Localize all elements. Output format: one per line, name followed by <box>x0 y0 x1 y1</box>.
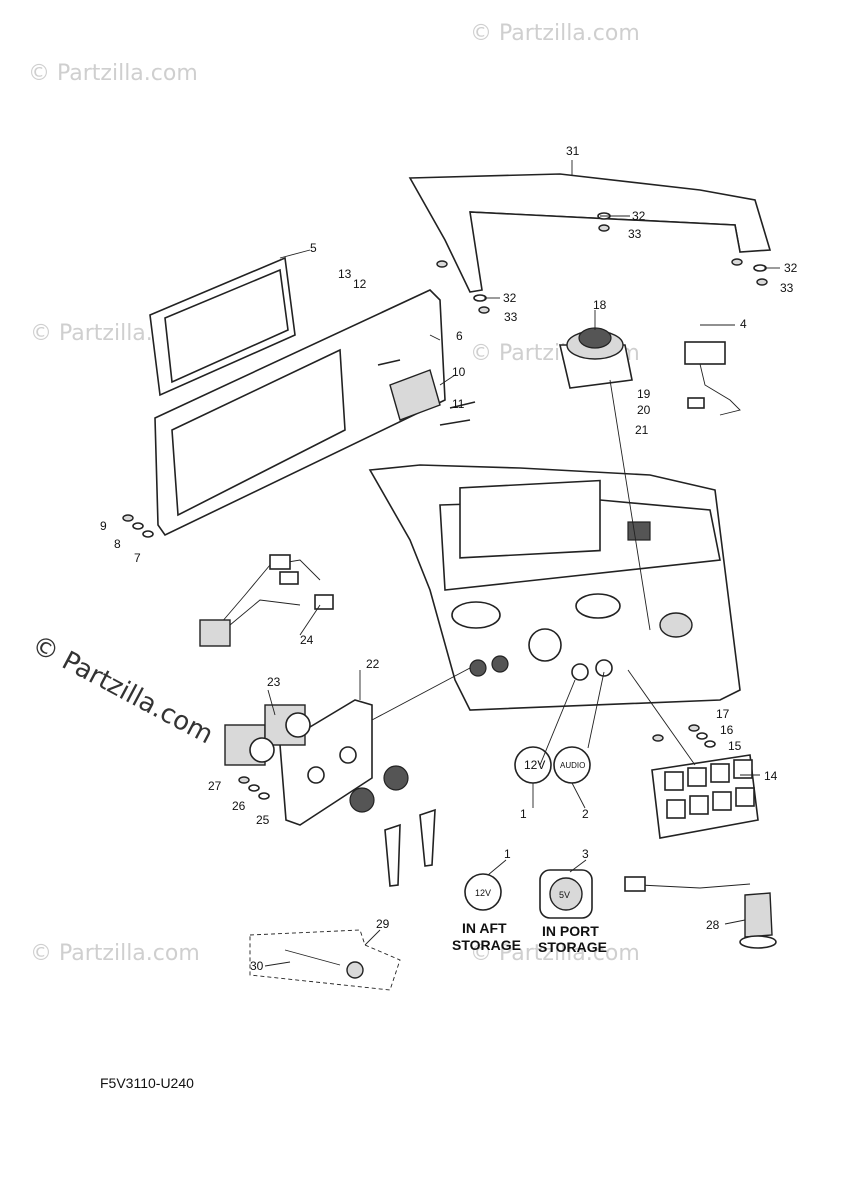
callout-1-dash: 1 <box>520 807 527 821</box>
part-5-display-frame[interactable] <box>149 256 296 397</box>
callout-16: 16 <box>720 723 734 737</box>
part-25-27-hardware <box>238 776 270 800</box>
callout-29: 29 <box>376 917 390 931</box>
part-31-console-hood[interactable] <box>408 173 772 293</box>
callout-13: 13 <box>338 267 352 281</box>
part-14-switch-panel[interactable] <box>651 754 759 839</box>
callout-32-b: 32 <box>503 291 517 305</box>
callout-23: 23 <box>267 675 281 689</box>
aft-storage-line2: STORAGE <box>452 937 521 953</box>
callout-27: 27 <box>208 779 222 793</box>
callout-14: 14 <box>764 769 778 783</box>
aft-storage-line1: IN AFT <box>462 920 507 936</box>
part-10-bracket[interactable] <box>377 359 476 426</box>
callout-32-c: 32 <box>784 261 798 275</box>
callout-7: 7 <box>134 551 141 565</box>
callout-28: 28 <box>706 918 720 932</box>
callout-11: 11 <box>452 397 465 411</box>
callout-9: 9 <box>100 519 107 533</box>
callout-3: 3 <box>582 847 589 861</box>
callout-25: 25 <box>256 813 270 827</box>
callout-18: 18 <box>593 298 607 312</box>
callout-12: 12 <box>353 277 367 291</box>
callout-8: 8 <box>114 537 121 551</box>
part-24-wiring-harness[interactable] <box>199 554 334 647</box>
diagram-code: F5V3110-U240 <box>100 1075 194 1091</box>
callout-21: 21 <box>635 423 649 437</box>
callout-20: 20 <box>637 403 651 417</box>
port-socket-label: 5V <box>559 890 570 900</box>
callout-10: 10 <box>452 365 466 379</box>
aft-socket-label: 12V <box>475 888 491 898</box>
port-storage-line2: STORAGE <box>538 939 607 955</box>
part-2-audio-socket[interactable]: AUDIO <box>553 746 591 784</box>
leader-lines <box>264 160 780 967</box>
callout-2: 2 <box>582 807 589 821</box>
port-storage-line1: IN PORT <box>542 923 599 939</box>
part-1-socket-12v[interactable]: 12V <box>514 746 552 784</box>
callout-22: 22 <box>366 657 380 671</box>
watermark-top-left: © Partzilla.com <box>28 61 198 86</box>
callout-33-a: 33 <box>628 227 642 241</box>
part-4-electronic-module[interactable] <box>684 341 741 416</box>
callout-6: 6 <box>456 329 463 343</box>
watermark-bottom-right: © Partzilla.com <box>470 941 640 966</box>
hood-hardware <box>436 212 768 314</box>
storage-labels: IN AFT STORAGE IN PORT STORAGE <box>452 920 607 955</box>
socket-12v-label: 12V <box>524 758 545 772</box>
part-18-joystick[interactable] <box>558 327 633 389</box>
watermark-large: © Partzilla.com <box>27 630 218 751</box>
watermark-bottom-left: © Partzilla.com <box>30 941 200 966</box>
callout-32-a: 32 <box>632 209 646 223</box>
socket-audio-label: AUDIO <box>560 761 585 770</box>
callout-31: 31 <box>566 144 580 158</box>
part-29-kit[interactable] <box>249 929 401 991</box>
callout-17: 17 <box>716 707 730 721</box>
part-23-ignition-switches[interactable] <box>224 704 311 766</box>
callout-1-aft: 1 <box>504 847 511 861</box>
part-6-helm-panel[interactable] <box>154 289 446 537</box>
port-storage-socket[interactable]: 5V <box>539 869 593 919</box>
callout-26: 26 <box>232 799 246 813</box>
callout-33-c: 33 <box>780 281 794 295</box>
callout-15: 15 <box>728 739 742 753</box>
watermark-top-right: © Partzilla.com <box>470 21 640 46</box>
part-28-sensor[interactable] <box>624 876 777 949</box>
callout-5: 5 <box>310 241 317 255</box>
callout-30: 30 <box>250 959 264 973</box>
callout-33-b: 33 <box>504 310 518 324</box>
ignition-keys[interactable] <box>349 765 436 887</box>
callout-19: 19 <box>637 387 651 401</box>
main-dash-console[interactable] <box>368 464 741 711</box>
callout-4: 4 <box>740 317 747 331</box>
aft-storage-socket[interactable]: 12V <box>464 873 502 911</box>
part-15-17-hardware <box>652 724 716 748</box>
callout-numbers: 31 32 33 32 33 32 33 5 13 12 6 10 11 4 1… <box>100 144 798 973</box>
callout-24: 24 <box>300 633 314 647</box>
switch-panel-buttons <box>664 759 755 819</box>
part-7-9-hardware <box>122 514 154 538</box>
